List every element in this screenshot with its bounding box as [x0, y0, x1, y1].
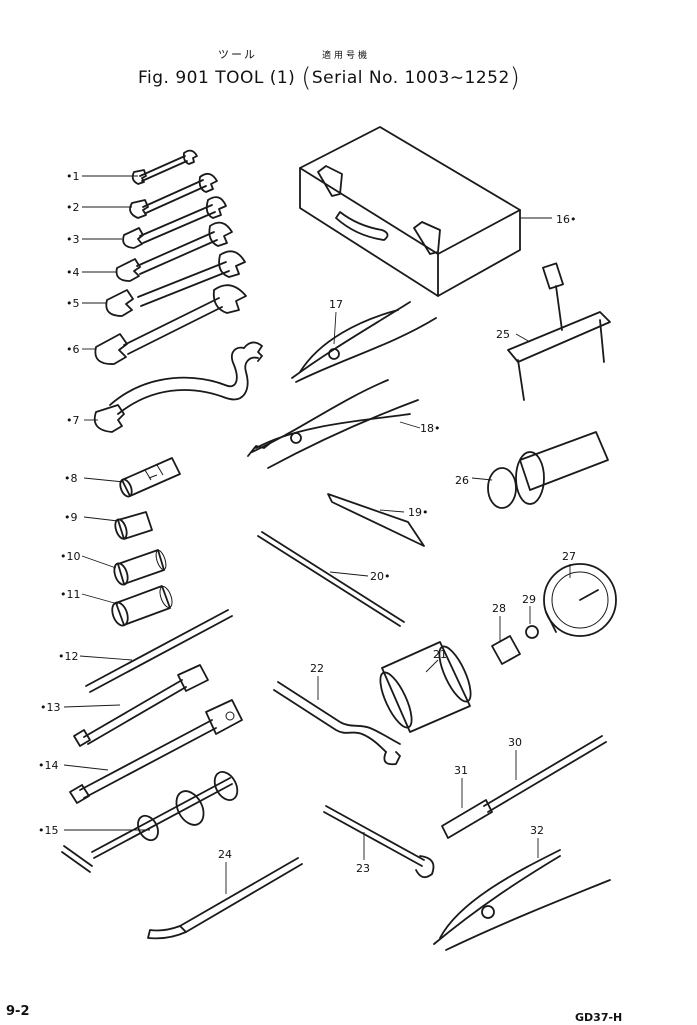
part-label-18: 18•	[420, 422, 441, 435]
bar-12	[85, 609, 233, 693]
part-label-22: 22	[310, 662, 324, 675]
part-label-21: 21	[433, 648, 447, 661]
part-label-4: •4	[66, 266, 80, 279]
chisel-19	[327, 493, 425, 547]
part-label-1: •1	[66, 170, 80, 183]
part-label-15: •15	[38, 824, 59, 837]
part-label-13: •13	[40, 701, 61, 714]
socket-8	[119, 457, 181, 498]
part-label-19: 19•	[408, 506, 429, 519]
part-label-16: 16•	[556, 213, 577, 226]
part-label-9: •9	[64, 511, 78, 524]
part-label-12: •12	[58, 650, 79, 663]
japanese-title: ツール	[218, 48, 257, 61]
wrench-5	[105, 250, 246, 317]
pry-bar-24	[147, 857, 303, 940]
wrench-1	[131, 149, 198, 185]
socket-11	[111, 585, 173, 627]
hook-wrench-22	[273, 681, 401, 766]
part-label-24: 24	[218, 848, 232, 861]
leader-lines	[63, 175, 571, 894]
part-label-27: 27	[562, 550, 576, 563]
part-label-11: •11	[60, 588, 81, 601]
part-label-20: 20•	[370, 570, 391, 583]
wrench-6	[94, 284, 247, 365]
box-wrench-13	[73, 664, 209, 747]
part-labels: •1 •2 •3 •4 •5 •6 •7 •8 •9 •10 •11 •12 •…	[38, 170, 577, 875]
part-label-28: 28	[492, 602, 506, 615]
pliers-18	[247, 379, 419, 469]
socket-9	[114, 511, 153, 540]
part-label-10: •10	[60, 550, 81, 563]
washer-29	[525, 625, 539, 639]
gear-tool-26	[487, 431, 609, 509]
serial-range: Serial No. 1003∼1252	[311, 68, 510, 88]
part-label-2: •2	[66, 201, 80, 214]
part-label-26: 26	[455, 474, 469, 487]
puller-15	[61, 771, 239, 873]
part-label-23: 23	[356, 862, 370, 875]
part-label-31: 31	[454, 764, 468, 777]
wrench-2	[129, 172, 218, 219]
model-code: GD37-H	[575, 1011, 623, 1024]
pliers-17	[291, 301, 437, 383]
page-number: 9-2	[6, 1004, 30, 1019]
tool-box-16	[299, 126, 521, 297]
serial-open-paren: (	[301, 63, 312, 93]
hook-spanner-23	[323, 805, 435, 879]
part-label-25: 25	[496, 328, 510, 341]
japanese-serial-caption: 適用号機	[322, 51, 371, 61]
figure-title-text: Fig. 901 TOOL (1)	[138, 68, 296, 88]
hose-30	[483, 735, 607, 813]
part-label-5: •5	[66, 297, 80, 310]
socket-10	[113, 549, 167, 586]
part-label-17: 17	[329, 298, 343, 311]
socket-tool-21	[379, 641, 472, 733]
part-label-8: •8	[64, 472, 78, 485]
part-label-6: •6	[66, 343, 80, 356]
part-label-14: •14	[38, 759, 59, 772]
pliers-32	[433, 849, 611, 951]
box-wrench-14	[69, 699, 243, 804]
bar-20	[257, 531, 405, 627]
pressure-gauge-27	[543, 563, 617, 637]
part-label-30: 30	[508, 736, 522, 749]
adapter-31	[441, 799, 493, 839]
puller-25	[507, 262, 611, 401]
adapter-28	[491, 635, 521, 665]
serial-close-paren: )	[509, 63, 521, 93]
wrench-3	[122, 196, 227, 249]
part-label-7: •7	[66, 414, 80, 427]
part-label-3: •3	[66, 233, 80, 246]
wrench-4	[115, 221, 233, 282]
figure-title: Fig. 901 TOOL (1) (Serial No. 1003∼1252)	[138, 60, 521, 93]
part-label-29: 29	[522, 593, 536, 606]
s-wrench-7	[93, 341, 263, 433]
part-label-32: 32	[530, 824, 544, 837]
